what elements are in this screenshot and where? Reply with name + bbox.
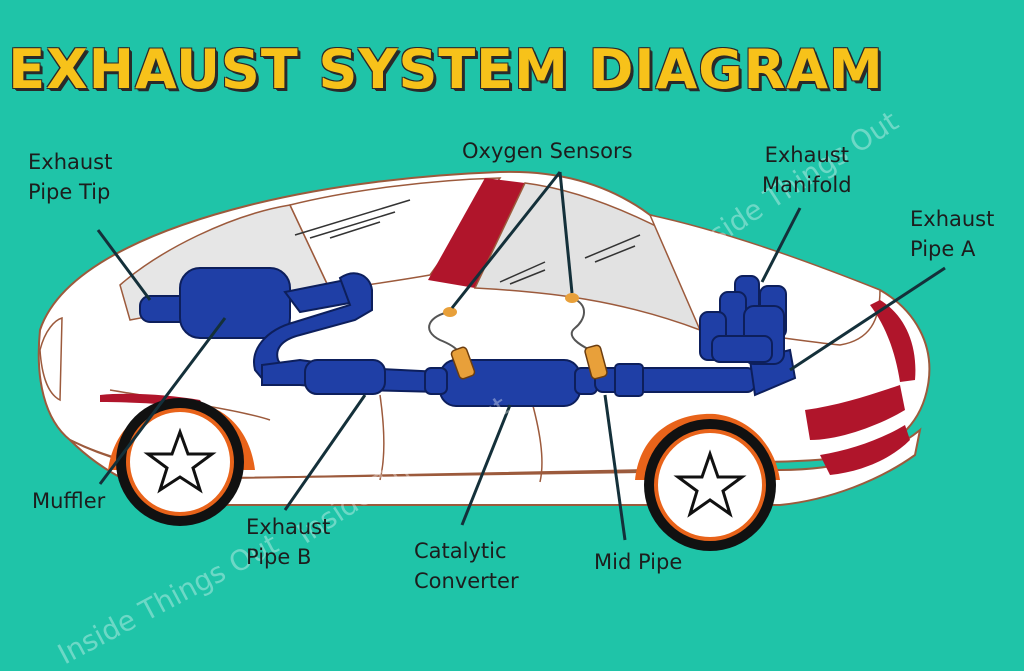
page-title: EXHAUST SYSTEM DIAGRAM bbox=[8, 38, 884, 101]
label-mid-pipe: Mid Pipe bbox=[594, 550, 683, 574]
exhaust-system bbox=[139, 267, 797, 407]
label-exhaust-pipe-tip: Exhaust Pipe Tip bbox=[28, 150, 113, 204]
label-exhaust-pipe-a: Exhaust Pipe A bbox=[910, 207, 995, 261]
glass-reflections bbox=[294, 199, 641, 285]
label-exhaust-pipe-b: Exhaust Pipe B bbox=[246, 515, 331, 569]
label-catalytic-converter: Catalytic Converter bbox=[414, 539, 519, 593]
b-pillar bbox=[428, 178, 525, 288]
rear-light bbox=[39, 316, 63, 402]
rear-wheel bbox=[108, 398, 255, 526]
muffler-shape bbox=[179, 267, 291, 339]
front-grille-accent bbox=[870, 300, 916, 382]
label-oxygen-sensors: Oxygen Sensors bbox=[462, 139, 633, 163]
oxygen-sensor-2 bbox=[565, 293, 608, 380]
label-muffler: Muffler bbox=[32, 489, 106, 513]
front-wheel bbox=[635, 413, 780, 551]
oxygen-sensor-1 bbox=[428, 307, 476, 380]
front-bumper-accent bbox=[805, 385, 905, 440]
front-lower-accent bbox=[820, 425, 910, 475]
label-exhaust-manifold: Exhaust Manifold bbox=[762, 143, 852, 197]
exhaust-manifold-shape bbox=[699, 275, 787, 365]
leader-lines bbox=[96, 171, 946, 541]
